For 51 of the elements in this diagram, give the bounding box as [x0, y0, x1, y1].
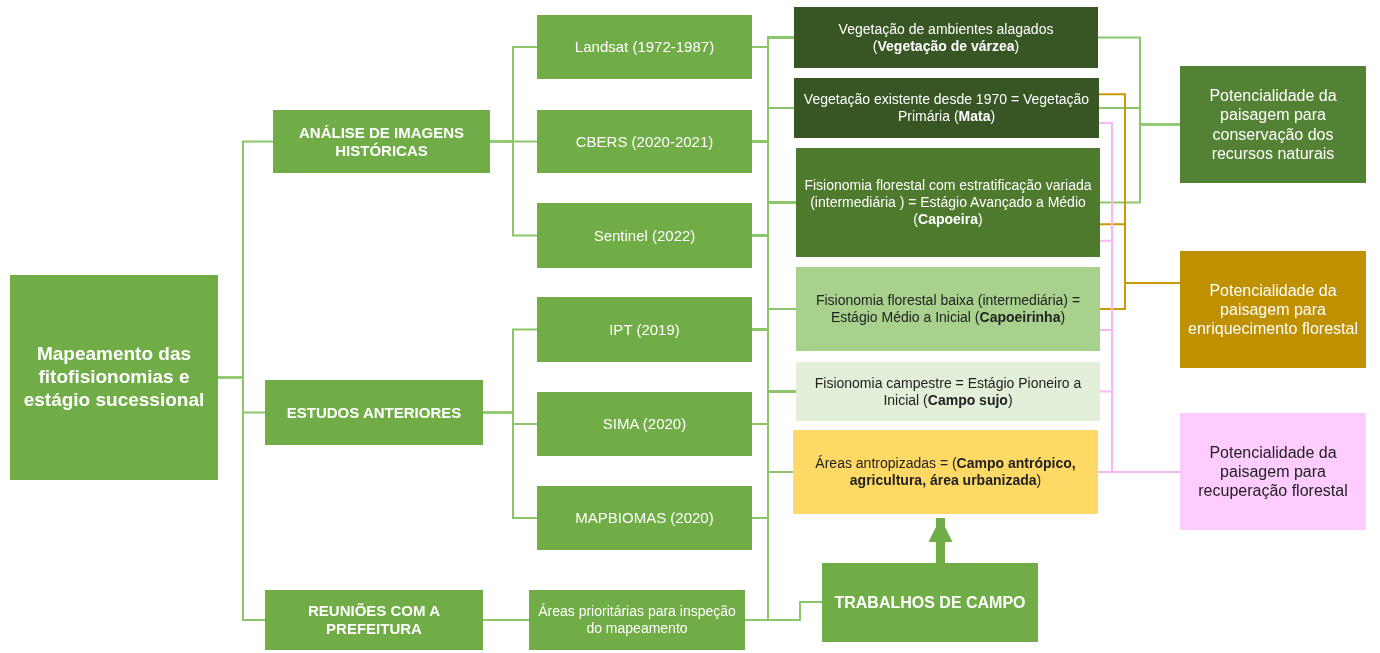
class-box — [796, 267, 1100, 351]
source-box — [537, 15, 752, 79]
source-box — [529, 590, 745, 650]
source-box — [537, 392, 752, 456]
node-text: Áreas prioritárias para inspeção do mapeamento — [537, 603, 737, 637]
connector-line — [1099, 123, 1181, 204]
outcome-box — [1180, 66, 1366, 183]
source-box — [537, 486, 752, 550]
category-box — [265, 590, 483, 650]
node-text: Potencialidade da paisagem para enriquecimento florestal — [1187, 280, 1359, 339]
class-box — [794, 78, 1099, 138]
node-text: MAPBIOMAS (2020) — [575, 509, 714, 527]
outcome-box — [1180, 413, 1366, 530]
class-box — [793, 430, 1098, 514]
connector-line — [1099, 282, 1181, 310]
outcome-box — [1180, 251, 1366, 368]
class-box — [794, 7, 1098, 68]
connector-line — [489, 140, 538, 237]
node-text: Potencialidade da paisagem para recuperação florestal — [1197, 442, 1349, 501]
connector-line — [744, 601, 823, 621]
node-text: Vegetação existente desde 1970 = Vegetação Primária (Mata) — [802, 91, 1091, 125]
node-text: ESTUDOS ANTERIORES — [286, 403, 462, 422]
connector-line — [217, 376, 266, 621]
node-text: Landsat (1972-1987) — [574, 38, 715, 56]
arrow — [928, 518, 953, 563]
connector-line — [482, 411, 538, 519]
source-box — [537, 203, 752, 268]
root-box — [10, 275, 218, 480]
node-text: Mapeamento das fitofisionomias e estágio sucessional — [22, 343, 206, 412]
node-text: REUNIÕES COM A PREFEITURA — [307, 602, 441, 638]
node-text: Áreas antropizadas = (Campo antrópico, agricultura, área urbanizada) — [814, 455, 1077, 489]
node-text: Fisionomia florestal com estratificação variada (intermediária ) = Estágio Avançado a Médio (Capoeira) — [803, 177, 1093, 228]
source-box — [537, 297, 752, 362]
node-text: TRABALHOS DE CAMPO — [834, 592, 1026, 613]
class-box — [796, 148, 1100, 257]
node-text: Sentinel (2022) — [593, 226, 696, 245]
connector-line — [1097, 471, 1181, 473]
connector-line — [482, 619, 530, 621]
class-box — [796, 362, 1100, 421]
node-text: Fisionomia florestal baixa (intermediária) = Estágio Médio a Inicial (Capoeirinha) — [814, 292, 1082, 326]
node-text: IPT (2019) — [609, 320, 680, 339]
category-box — [273, 110, 490, 173]
fieldwork-box — [822, 563, 1038, 642]
node-text: Vegetação de ambientes alagados (Vegetação de várzea) — [837, 20, 1055, 55]
source-box — [537, 110, 752, 173]
node-text: Fisionomia campestre = Estágio Pioneiro a Inicial (Campo sujo) — [813, 374, 1083, 409]
node-text: SIMA (2020) — [602, 415, 687, 433]
node-text: ANÁLISE DE IMAGENS HISTÓRICAS — [298, 123, 465, 160]
node-text: CBERS (2020-2021) — [575, 132, 714, 151]
category-box — [265, 380, 483, 445]
node-text: Potencialidade da paisagem para conservação dos recursos naturais — [1208, 86, 1338, 163]
